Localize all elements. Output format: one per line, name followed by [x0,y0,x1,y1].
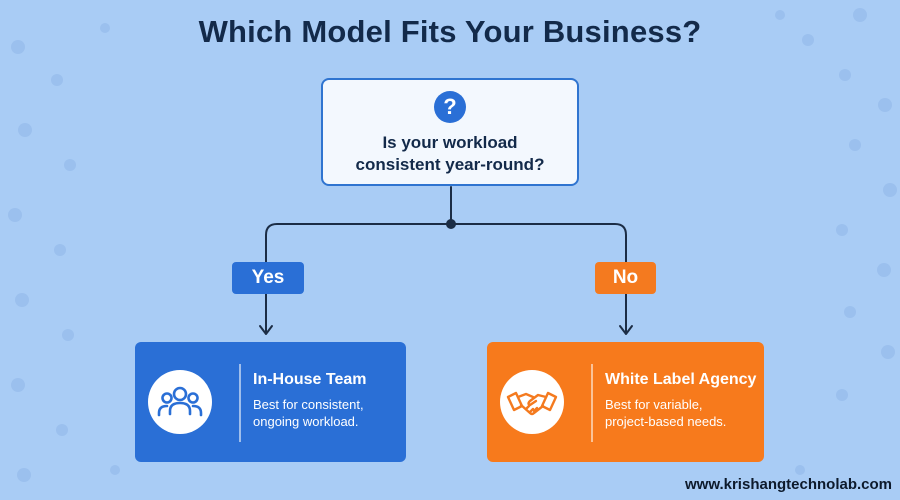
in-house-team-card: In-House Team Best for consistent, ongoi… [135,342,406,462]
yes-label: Yes [232,262,304,294]
in-house-desc-line-2: ongoing workload. [253,414,359,429]
footer-url: www.krishangtechnolab.com [685,476,892,493]
in-house-team-title: In-House Team [253,371,367,388]
card-divider [591,364,593,442]
agency-desc-line-2: project-based needs. [605,414,727,429]
arrowhead-no [619,325,633,335]
arrowhead-yes [259,325,273,335]
handshake-icon-badge [500,370,564,434]
white-label-agency-description: Best for variable, project-based needs. [605,396,755,430]
junction-dot [446,219,456,229]
team-icon-badge [148,370,212,434]
agency-desc-line-1: Best for variable, [605,397,703,412]
white-label-agency-title: White Label Agency [605,371,757,388]
in-house-team-description: Best for consistent, ongoing workload. [253,396,403,430]
question-line-1: Is your workload [382,133,518,152]
handshake-icon [506,391,558,416]
diagram-title: Which Model Fits Your Business? [198,14,702,49]
question-box: ? Is your workload consistent year-round… [321,78,579,186]
question-icon: ? [434,91,466,123]
connector-right-branch [450,223,627,263]
no-label: No [595,262,656,294]
in-house-desc-line-1: Best for consistent, [253,397,364,412]
white-label-agency-card: White Label Agency Best for variable, pr… [487,342,764,462]
question-line-2: consistent year-round? [355,155,545,174]
connector-left-branch [265,223,452,263]
question-text: Is your workload consistent year-round? [323,132,577,176]
team-icon [157,386,203,417]
card-divider [239,364,241,442]
